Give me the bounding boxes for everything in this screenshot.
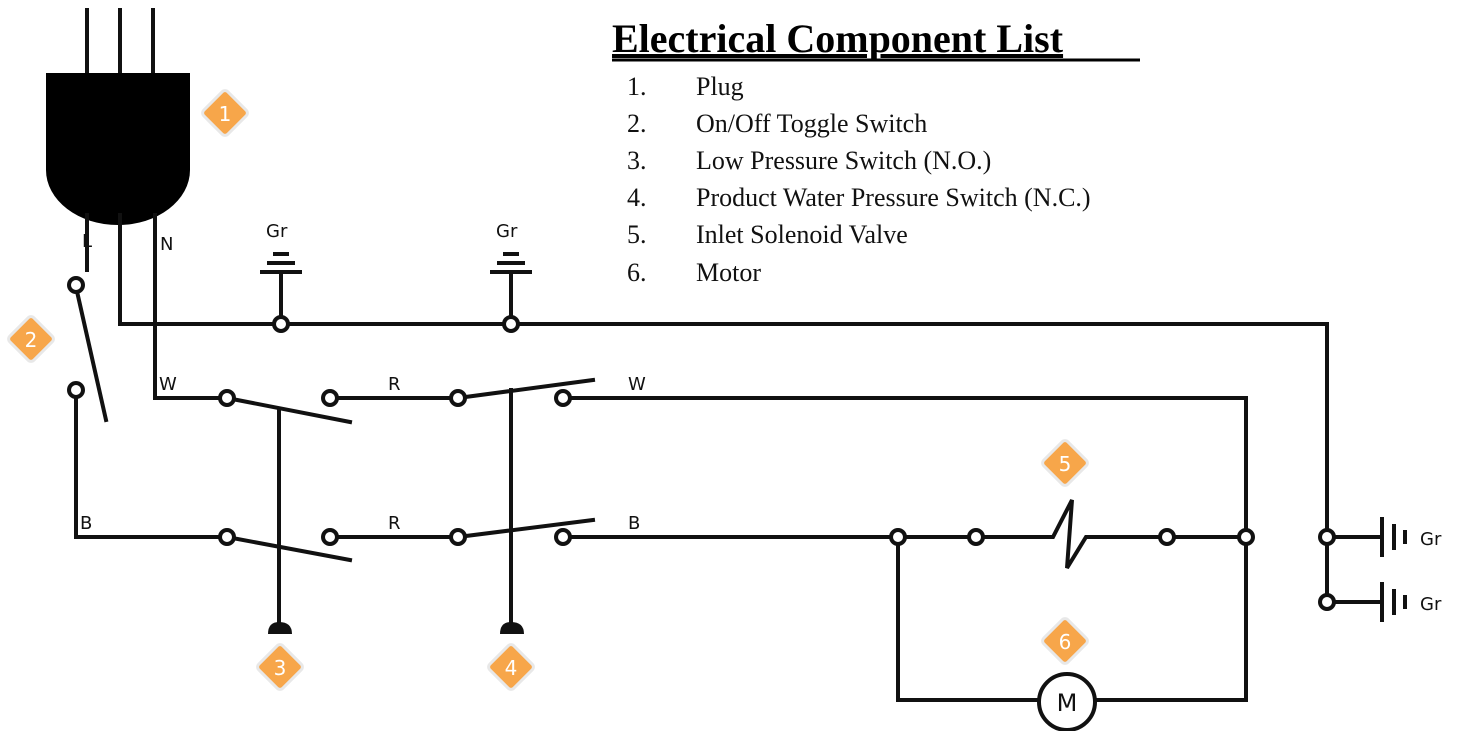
list-item-number: 3. xyxy=(627,146,647,175)
switch-3-diaphragm xyxy=(268,622,292,634)
component-badge-3: 3 xyxy=(256,643,304,691)
ground-symbol xyxy=(490,252,532,326)
terminal xyxy=(502,315,520,333)
switch-4-top-blade xyxy=(455,377,596,401)
plug xyxy=(46,8,190,225)
terminal xyxy=(218,528,236,546)
switch-4-bottom-blade xyxy=(455,517,596,540)
list-item-name: Inlet Solenoid Valve xyxy=(696,220,908,249)
terminal xyxy=(554,389,572,407)
terminal xyxy=(321,528,339,546)
terminal xyxy=(1158,528,1176,546)
terminal xyxy=(67,276,85,294)
ground-label: Gr xyxy=(1420,594,1442,615)
svg-text:5: 5 xyxy=(1059,452,1072,476)
terminal xyxy=(1318,528,1336,546)
terminal xyxy=(67,381,85,399)
component-badge-6: 6 xyxy=(1041,617,1089,665)
terminal xyxy=(449,528,467,546)
component-list-title: Electrical Component List xyxy=(612,16,1064,61)
solenoid-coil xyxy=(974,499,1169,570)
terminal xyxy=(1237,528,1255,546)
toggle-switch-arm xyxy=(73,284,109,423)
switch-3-top-blade xyxy=(224,395,353,425)
ground-label: Gr xyxy=(266,221,288,242)
list-item-number: 4. xyxy=(627,183,647,212)
list-item-name: Low Pressure Switch (N.O.) xyxy=(696,146,991,175)
terminal xyxy=(218,389,236,407)
component-badge-2: 2 xyxy=(7,315,55,363)
wire-label-white: W xyxy=(159,374,177,395)
component-badge-4: 4 xyxy=(487,643,535,691)
wire-label-red: R xyxy=(388,513,401,534)
wire-label-black: B xyxy=(628,513,640,534)
svg-text:4: 4 xyxy=(505,656,518,680)
list-item-name: On/Off Toggle Switch xyxy=(696,109,927,138)
motor-lead-left xyxy=(896,535,1040,702)
list-item-number: 6. xyxy=(627,258,647,287)
component-badge-1: 1 xyxy=(201,89,249,137)
white-wire-2 xyxy=(561,396,1248,539)
list-item-number: 5. xyxy=(627,220,647,249)
terminal xyxy=(889,528,907,546)
ground-symbol xyxy=(1380,517,1407,557)
motor-lead-right xyxy=(1094,535,1248,702)
ground-label: Gr xyxy=(496,221,518,242)
ground-symbol xyxy=(260,252,302,326)
component-badge-5: 5 xyxy=(1041,439,1089,487)
svg-text:1: 1 xyxy=(219,102,232,126)
svg-text:3: 3 xyxy=(274,656,287,680)
list-item-name: Product Water Pressure Switch (N.C.) xyxy=(696,183,1091,212)
wire-label-white: W xyxy=(628,374,646,395)
plug-body xyxy=(46,73,190,225)
svg-text:2: 2 xyxy=(25,328,38,352)
ground-bus xyxy=(118,322,1329,604)
list-item-number: 1. xyxy=(627,72,647,101)
switch-3-bottom-blade xyxy=(224,534,353,563)
list-item-name: Plug xyxy=(696,72,744,101)
motor-symbol-label: M xyxy=(1057,689,1078,717)
terminal xyxy=(272,315,290,333)
black-lead xyxy=(74,388,229,539)
ground-label: Gr xyxy=(1420,529,1442,550)
motor-symbol xyxy=(1037,672,1097,731)
wire-label-black: B xyxy=(80,513,92,534)
wire-label-red: R xyxy=(388,374,401,395)
wire-label-line: L xyxy=(82,231,92,252)
switch-4-diaphragm xyxy=(500,622,524,634)
list-item-number: 2. xyxy=(627,109,647,138)
list-item-name: Motor xyxy=(696,258,761,287)
terminal xyxy=(967,528,985,546)
terminal xyxy=(321,389,339,407)
terminal xyxy=(1318,593,1336,611)
component-list: Electrical Component List 1. Plug 2. On/… xyxy=(612,16,1140,287)
terminals xyxy=(67,276,1336,611)
terminal xyxy=(449,389,467,407)
ground-symbol xyxy=(1380,582,1407,622)
wire-label-neutral: N xyxy=(160,234,173,255)
svg-text:6: 6 xyxy=(1059,630,1072,654)
terminal xyxy=(554,528,572,546)
